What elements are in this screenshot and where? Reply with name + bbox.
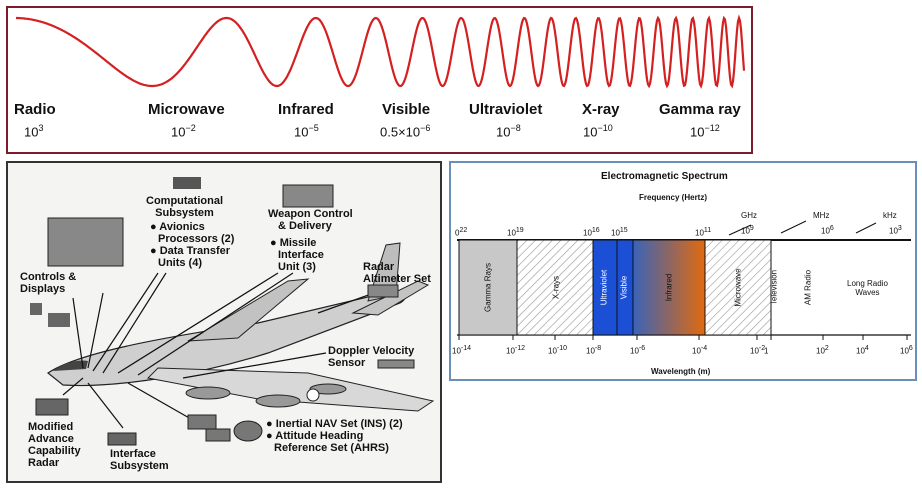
display-box-1 — [30, 303, 42, 315]
region-ultraviolet — [592, 239, 618, 336]
region-infrared — [632, 239, 706, 336]
band-gamma-wavelength: 10−12 — [690, 123, 720, 140]
label-gamma-rays: Gamma Rays — [483, 263, 493, 312]
wavelength-tick-label: 10-4 — [692, 345, 708, 356]
unit-mhz: MHz — [813, 211, 830, 220]
region-gamma-rays — [458, 239, 518, 336]
engine-pod-1 — [185, 386, 231, 400]
radar-altimeter-image — [367, 284, 399, 298]
em-spectrum-panel: Electromagnetic Spectrum Frequency (Hert… — [449, 161, 917, 381]
band-infrared-label: Infrared — [278, 101, 334, 118]
interface-subsystem-image — [107, 432, 137, 446]
band-visible-wavelength: 0.5×10−6 — [380, 123, 431, 140]
sine-wave-graphic — [16, 14, 746, 89]
mac-radar-image — [35, 398, 69, 416]
computational-unit-image — [173, 177, 201, 189]
label-microwave: Microwave — [733, 268, 743, 307]
band-radio-wavelength: 103 — [24, 123, 44, 140]
label-xrays: X-rays — [551, 275, 561, 300]
aircraft-illustration — [30, 177, 435, 446]
wavelength-tick-label: 10-14 — [452, 345, 472, 356]
band-ultraviolet-wavelength: 10−8 — [496, 123, 521, 140]
inertial-nav-image — [187, 414, 217, 430]
wavelength-tick-label: 10-6 — [630, 345, 646, 356]
attitude-heading-image — [233, 420, 263, 442]
engine-pod-3 — [309, 383, 347, 395]
band-gamma-label: Gamma ray — [659, 101, 741, 118]
freq-tick-label: 1011 — [695, 227, 712, 238]
wave-spectrum-panel: Radio 103 Microwave 10−2 Infrared 10−5 V… — [6, 6, 753, 154]
label-am-radio: AM Radio — [803, 269, 813, 306]
label-infrared: Infrared — [664, 273, 674, 302]
freq-tick-label: 1015 — [611, 227, 628, 238]
freq-tick-label: 106 — [821, 225, 834, 236]
band-visible-label: Visible — [382, 101, 431, 118]
doppler-sensor-image — [377, 359, 415, 369]
wavelength-tick-label: 102 — [816, 345, 829, 356]
label-television: Television — [769, 269, 779, 306]
insignia-mark — [306, 388, 320, 402]
wavelength-tick-label: 104 — [856, 345, 869, 356]
spectrum-bar-graphic — [457, 220, 911, 340]
unit-ghz: GHz — [741, 211, 757, 220]
wavelength-tick-label: 10-8 — [586, 345, 602, 356]
wavelength-tick-label: 106 — [900, 345, 913, 356]
region-microwave — [704, 239, 772, 336]
freq-tick-label: 103 — [889, 225, 902, 236]
region-xrays — [516, 239, 594, 336]
freq-tick-label: 1019 — [507, 227, 524, 238]
inertial-nav-label: ● Inertial NAV Set (INS) (2)● Attitude H… — [266, 418, 403, 454]
label-ultraviolet: Ultraviolet — [599, 269, 609, 306]
freq-tick-label: 1016 — [583, 227, 600, 238]
wavelength-tick-label: 10-2 — [750, 345, 766, 356]
wavelength-axis-label: Wavelength (m) — [651, 367, 711, 376]
wavelength-tick-label: 10-12 — [506, 345, 526, 356]
weapon-control-unit-image — [282, 184, 334, 208]
frequency-axis-label: Frequency (Hertz) — [639, 193, 708, 202]
unit-khz: kHz — [883, 211, 897, 220]
band-microwave-label: Microwave — [148, 101, 225, 118]
near-wing-shape — [146, 367, 435, 412]
controls-displays-label: Controls &Displays — [20, 271, 77, 295]
engine-pod-2 — [255, 394, 301, 408]
display-box-2 — [48, 313, 70, 327]
ahrs-image — [205, 428, 231, 442]
weapon-control-label: Weapon Control& Delivery — [268, 208, 353, 232]
freq-tick-label: 109 — [741, 225, 754, 236]
wavelength-tick-label: 10-10 — [548, 345, 568, 356]
controls-displays-image — [47, 217, 124, 267]
far-wing-shape — [187, 278, 310, 342]
freq-tick-label: 022 — [455, 227, 468, 238]
cockpit-shape — [53, 360, 88, 371]
band-infrared-wavelength: 10−5 — [294, 123, 319, 140]
band-ultraviolet-label: Ultraviolet — [469, 101, 543, 118]
band-radio-label: Radio — [14, 101, 56, 118]
band-microwave-wavelength: 10−2 — [171, 123, 196, 140]
band-xray-label: X-ray — [582, 101, 620, 118]
band-xray-wavelength: 10−10 — [583, 123, 613, 140]
spectrum-title: Electromagnetic Spectrum — [601, 171, 728, 182]
wavelength-tick-label: 1 — [764, 346, 769, 356]
label-visible: Visible — [619, 275, 629, 300]
